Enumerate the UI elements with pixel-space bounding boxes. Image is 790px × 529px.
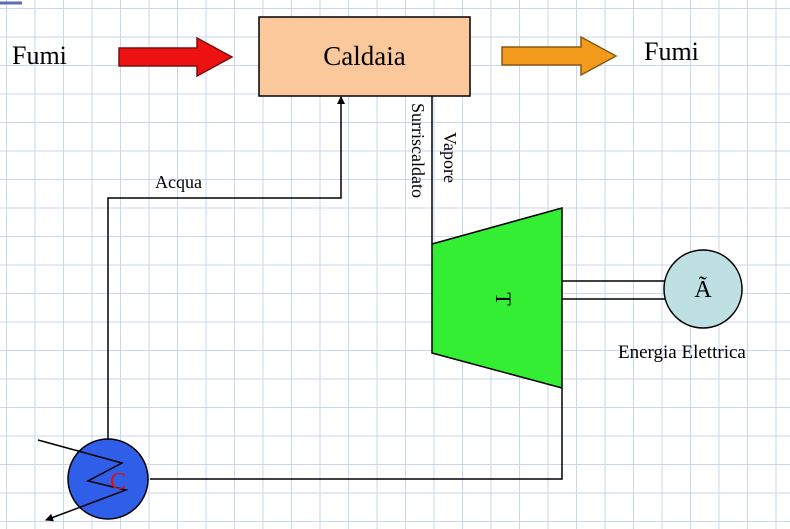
- energy-label: Energia Elettrica: [618, 342, 746, 363]
- condenser-block: C: [37, 438, 149, 522]
- condenser-circle: [67, 438, 149, 520]
- water-line: [107, 96, 345, 440]
- flue-gas-out-label: Fumi: [644, 37, 699, 66]
- cooling-water-line: [37, 439, 129, 522]
- steam-label-line2: Surriscaldato: [408, 103, 428, 198]
- boiler-box: [258, 16, 471, 97]
- generator-block: Ã: [663, 249, 743, 329]
- condenser-label: C: [110, 469, 126, 495]
- exhaust-line: [150, 388, 563, 480]
- water-label: Acqua: [155, 172, 202, 192]
- turbine-block: T: [431, 207, 563, 389]
- generator-label: Ã: [694, 277, 712, 303]
- flue-gas-out-arrow: [501, 35, 618, 77]
- boiler-block: Caldaia: [258, 16, 471, 97]
- steam-label-line1: Vapore: [440, 132, 460, 183]
- flue-gas-in-arrow: [118, 36, 234, 78]
- boiler-label: Caldaia: [323, 41, 405, 71]
- generator-circle: [663, 249, 743, 329]
- flue-gas-in-label: Fumi: [12, 41, 67, 70]
- turbine-label: T: [491, 292, 516, 306]
